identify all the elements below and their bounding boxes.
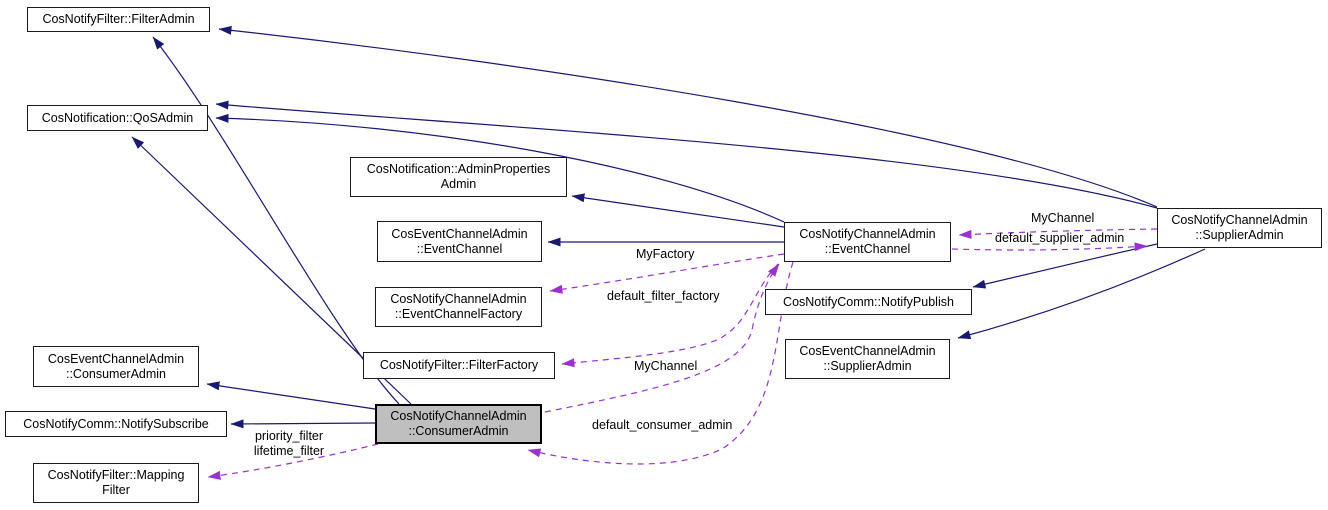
node-label: CosEventChannelAdmin: [391, 226, 528, 241]
edge-eventchannel-to-eventchannelfactory: [549, 253, 785, 294]
node-label: CosNotifyChannelAdmin: [1171, 213, 1308, 227]
node-label: Admin: [440, 177, 477, 191]
edge-label-default-supplier-admin: default_supplier_admin: [995, 231, 1125, 245]
edge-eventchannel-to-supplieradmin: [951, 242, 1148, 252]
node-cosnotifycomm-notifysubscribe[interactable]: CosNotifyComm::NotifySubscribe: [5, 411, 227, 437]
edge-label-priority-filter: priority_filter: [254, 429, 324, 443]
node-cosnotifychanneladmin-eventchannel[interactable]: CosNotifyChannelAdmin ::EventChannel: [784, 222, 951, 262]
node-label: CosNotifyComm::NotifySubscribe: [23, 416, 209, 431]
edge-label-myfactory: MyFactory: [636, 247, 695, 261]
edge-label-priority-lifetime-filter: priority_filter lifetime_filter: [248, 429, 330, 458]
edge-consumeradmin-to-cosec-consumeradmin: [206, 381, 376, 410]
edge-label-default-consumer-admin: default_consumer_admin: [592, 418, 733, 432]
node-label: ::EventChannel: [824, 242, 911, 256]
node-label: CosNotification::AdminProperties: [366, 162, 551, 176]
edge-consumeradmin-to-eventchannel: [544, 263, 780, 413]
node-coseventchanneladmin-eventchannel[interactable]: CosEventChannelAdmin ::EventChannel: [377, 221, 542, 262]
node-label: CosNotifyFilter::FilterFactory: [379, 358, 539, 372]
edge-eventchannel-to-consumeradmin: [527, 261, 794, 465]
node-label: ::SupplierAdmin: [823, 359, 912, 373]
edge-supplieradmin-to-eventchannel: [958, 228, 1158, 239]
node-label: CosNotifyFilter::Mapping: [47, 468, 185, 482]
node-cosnotifyfilter-filteradmin[interactable]: CosNotifyFilter::FilterAdmin: [27, 7, 210, 32]
edge-eventchannel-to-filterfactory: [561, 263, 779, 368]
node-label: CosEventChannelAdmin: [47, 351, 185, 366]
node-label: CosNotifyChannelAdmin: [390, 409, 527, 423]
node-label: ::SupplierAdmin: [1195, 228, 1284, 242]
node-label: CosNotifyComm::NotifyPublish: [783, 294, 954, 309]
node-label: CosNotification::QoSAdmin: [41, 110, 194, 125]
node-cosnotifychanneladmin-supplieradmin[interactable]: CosNotifyChannelAdmin ::SupplierAdmin: [1157, 208, 1322, 248]
node-cosnotifyfilter-mappingfilter[interactable]: CosNotifyFilter::Mapping Filter: [33, 463, 199, 503]
edge-label-default-filter-factory: default_filter_factory: [607, 289, 720, 303]
node-cosnotification-adminpropertiesadmin[interactable]: CosNotification::AdminProperties Admin: [350, 157, 567, 197]
edge-eventchannel-to-adminpropertiesadmin: [571, 193, 785, 228]
node-cosnotification-qosadmin[interactable]: CosNotification::QoSAdmin: [27, 105, 208, 131]
node-cosnotifycomm-notifypublish[interactable]: CosNotifyComm::NotifyPublish: [765, 289, 972, 315]
node-cosnotifychanneladmin-eventchannelfactory[interactable]: CosNotifyChannelAdmin ::EventChannelFact…: [375, 287, 542, 327]
node-label: ::ConsumerAdmin: [408, 424, 509, 438]
edge-supplieradmin-to-filteradmin: [218, 25, 1158, 208]
node-label: CosNotifyChannelAdmin: [390, 292, 527, 306]
node-label: CosNotifyChannelAdmin: [799, 227, 936, 241]
edge-label-mychannel-consumer: MyChannel: [634, 359, 698, 373]
edge-supplieradmin-to-cosec-supplieradmin: [957, 248, 1206, 340]
node-label: ::EventChannelFactory: [394, 307, 523, 321]
node-label: ::ConsumerAdmin: [65, 366, 167, 381]
edge-label-mychannel-supplier: MyChannel: [1031, 211, 1095, 225]
node-cosnotifyfilter-filterfactory[interactable]: CosNotifyFilter::FilterFactory: [363, 352, 555, 379]
edge-label-lifetime-filter: lifetime_filter: [253, 443, 325, 458]
node-label: CosEventChannelAdmin: [799, 344, 936, 358]
edge-consumeradmin-to-notifysubscribe: [230, 419, 376, 429]
node-cosnotifychanneladmin-consumeradmin-focus[interactable]: CosNotifyChannelAdmin ::ConsumerAdmin: [375, 404, 542, 444]
node-label: CosNotifyFilter::FilterAdmin: [42, 12, 195, 26]
edge-eventchannel-to-qosadmin: [215, 113, 785, 223]
node-label: ::EventChannel: [416, 241, 503, 256]
node-coseventchanneladmin-supplieradmin[interactable]: CosEventChannelAdmin ::SupplierAdmin: [785, 339, 950, 379]
node-label: Filter: [102, 483, 130, 497]
node-coseventchanneladmin-consumeradmin[interactable]: CosEventChannelAdmin ::ConsumerAdmin: [33, 346, 199, 387]
edge-supplieradmin-to-qosadmin: [215, 100, 1158, 209]
